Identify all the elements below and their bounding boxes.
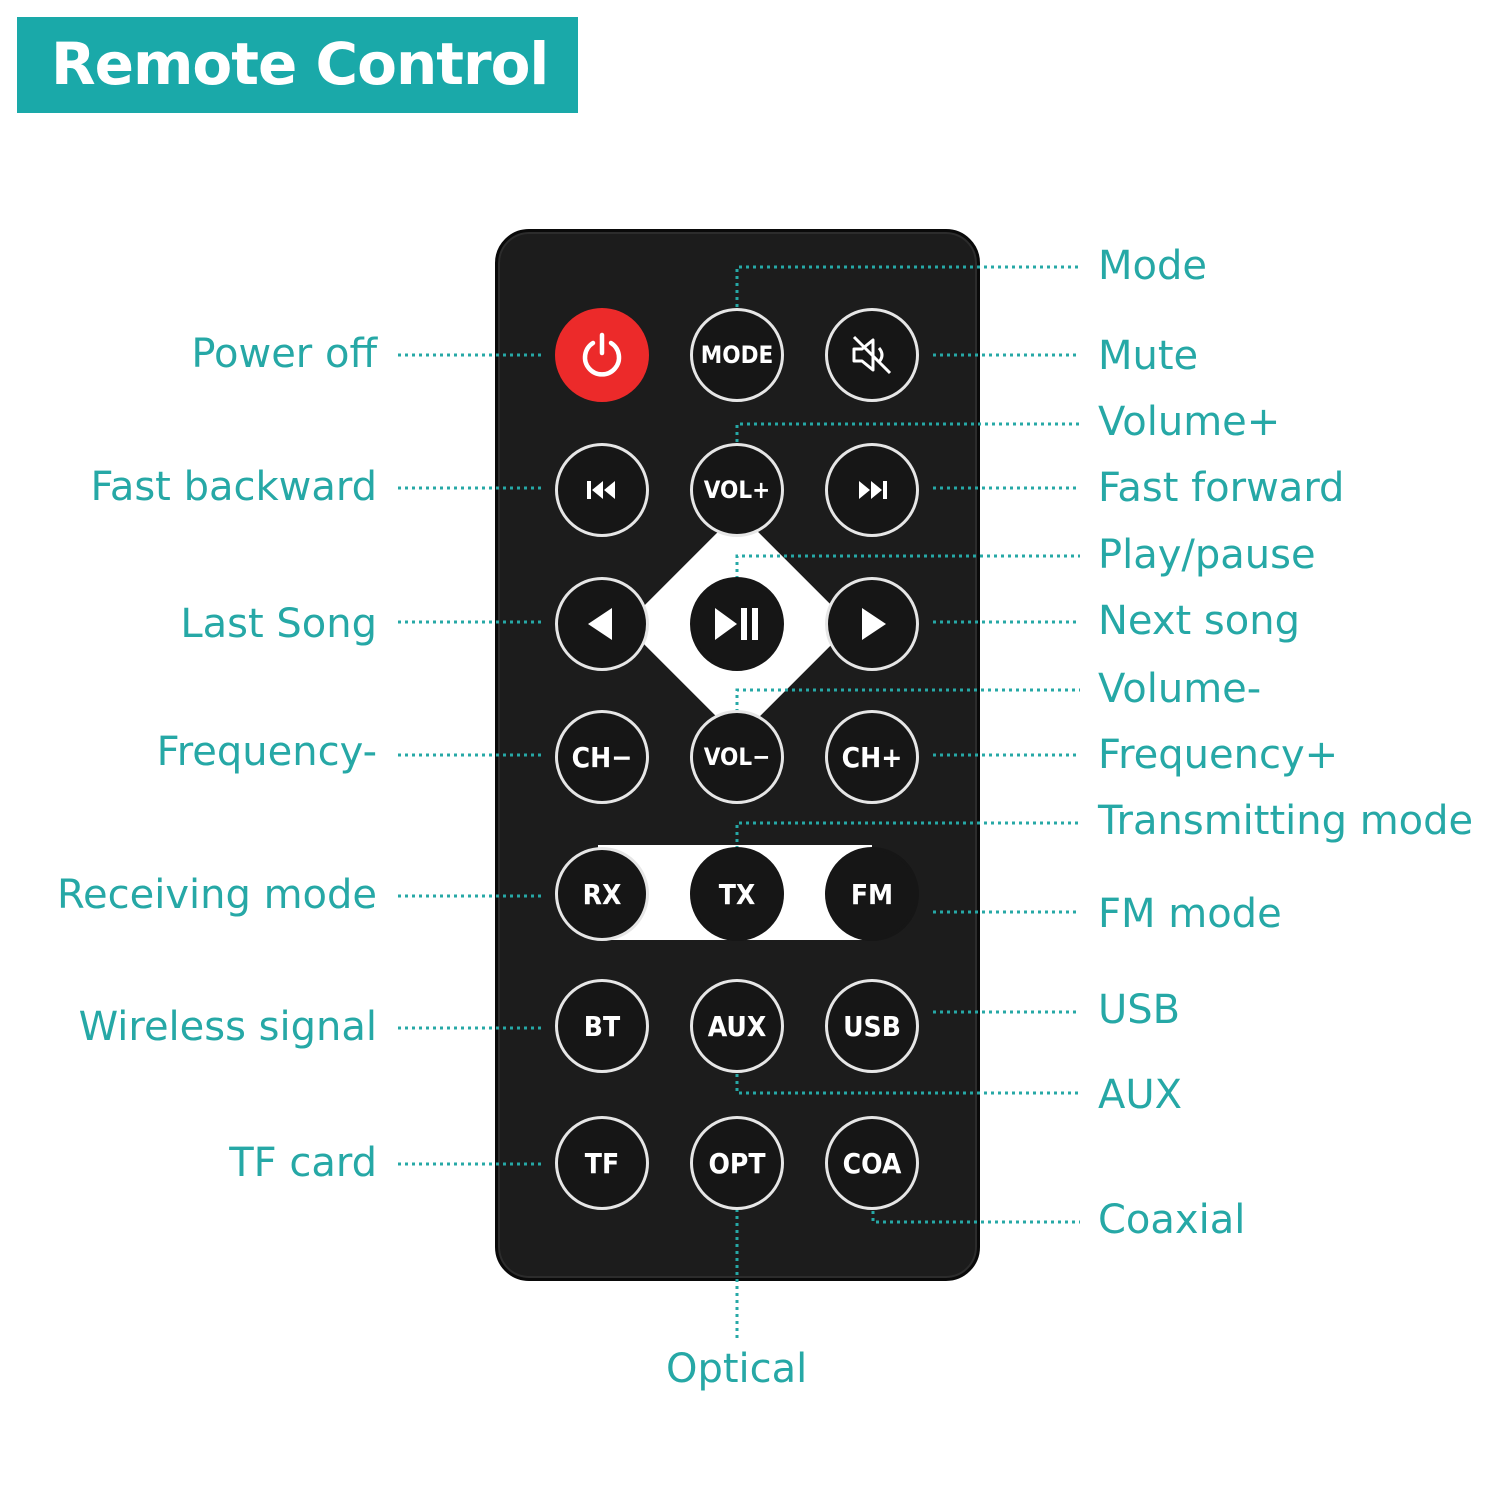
label-frequency-minus: Frequency-: [156, 729, 377, 775]
leader-coaxial: [871, 1190, 1080, 1224]
label-mute: Mute: [1098, 333, 1199, 379]
label-usb: USB: [1098, 987, 1181, 1033]
label-coaxial: Coaxial: [1098, 1197, 1246, 1243]
label-fast-backward: Fast backward: [90, 464, 377, 510]
opt-button[interactable]: OPT: [690, 1116, 784, 1210]
play-pause-icon: [715, 608, 758, 640]
label-power-off: Power off: [191, 331, 377, 377]
label-wireless-signal: Wireless signal: [78, 1004, 377, 1050]
channel-up-button[interactable]: CH+: [825, 710, 919, 804]
next-song-button[interactable]: [825, 577, 919, 671]
power-button[interactable]: [555, 308, 649, 402]
triangle-right-icon: [862, 608, 886, 640]
mode-button[interactable]: MODE: [690, 308, 784, 402]
usb-button[interactable]: USB: [825, 979, 919, 1073]
mute-button[interactable]: [825, 308, 919, 402]
leader-mode: [735, 265, 1080, 328]
label-volume-plus: Volume+: [1098, 399, 1281, 445]
rx-button[interactable]: RX: [555, 847, 649, 941]
label-tf-card: TF card: [229, 1140, 377, 1186]
tf-button[interactable]: TF: [555, 1116, 649, 1210]
label-transmitting-mode: Transmitting mode: [1098, 798, 1474, 844]
mute-icon: [852, 335, 892, 375]
coa-button[interactable]: COA: [825, 1116, 919, 1210]
volume-down-button[interactable]: VOL−: [690, 710, 784, 804]
title-banner: Remote Control: [17, 17, 578, 113]
fast-backward-button[interactable]: [555, 443, 649, 537]
triangle-left-icon: [588, 608, 612, 640]
leader-transmitting-mode: [735, 821, 1080, 870]
bt-button[interactable]: BT: [555, 979, 649, 1073]
label-aux: AUX: [1098, 1072, 1183, 1118]
label-last-song: Last Song: [180, 601, 377, 647]
aux-button[interactable]: AUX: [690, 979, 784, 1073]
label-fm-mode: FM mode: [1098, 891, 1282, 937]
skip-forward-icon: [859, 481, 887, 499]
label-receiving-mode: Receiving mode: [57, 872, 377, 918]
fast-forward-button[interactable]: [825, 443, 919, 537]
power-icon: [582, 332, 622, 377]
label-fast-forward: Fast forward: [1098, 465, 1345, 511]
label-optical: Optical: [666, 1346, 808, 1392]
label-volume-minus: Volume-: [1098, 666, 1262, 712]
channel-down-button[interactable]: CH−: [555, 710, 649, 804]
skip-back-icon: [587, 481, 615, 499]
leader-aux: [735, 1060, 1080, 1095]
play-pause-button[interactable]: [690, 577, 784, 671]
page-title: Remote Control: [51, 30, 549, 98]
fm-button[interactable]: FM: [825, 847, 919, 941]
label-mode: Mode: [1098, 243, 1207, 289]
tx-button[interactable]: TX: [690, 847, 784, 941]
label-frequency-plus: Frequency+: [1098, 732, 1339, 778]
label-play-pause: Play/pause: [1098, 532, 1316, 578]
last-song-button[interactable]: [555, 577, 649, 671]
volume-up-button[interactable]: VOL+: [690, 443, 784, 537]
label-next-song: Next song: [1098, 598, 1300, 644]
